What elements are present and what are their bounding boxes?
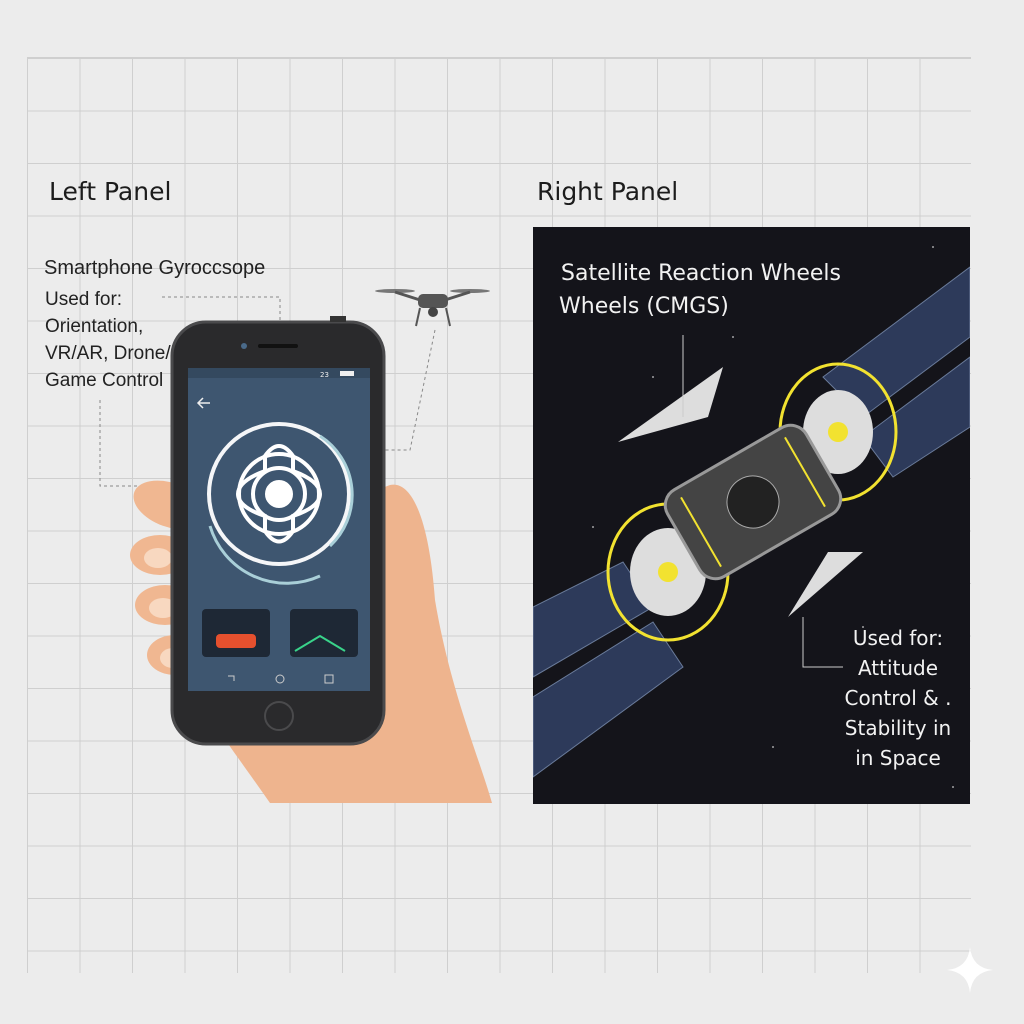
- home-button: [264, 701, 294, 731]
- arrow-left-icon[interactable]: [196, 397, 210, 409]
- gyroscope-icon: [207, 422, 351, 566]
- left-panel-heading: Left Panel: [49, 177, 172, 206]
- racing-game-thumbnail[interactable]: [290, 609, 358, 657]
- satellite-illustration: [533, 246, 970, 788]
- right-panel-heading: Right Panel: [537, 177, 679, 206]
- satellite-title-line: Wheels (CMGS): [559, 294, 729, 319]
- satellite-title-line: Satellite Reaction Wheels: [561, 261, 841, 286]
- satellite-panel: Satellite Reaction Wheels Wheels (CMGS) …: [533, 227, 970, 804]
- solar-panel: [533, 266, 970, 778]
- smartphone: 23: [170, 316, 386, 746]
- use-item: Control & .: [844, 686, 952, 710]
- satellite-body: [663, 423, 843, 581]
- car-game-thumbnail[interactable]: [202, 609, 270, 657]
- use-item: VR/AR, Drone/: [45, 343, 171, 364]
- nav-recents-icon: [324, 674, 334, 684]
- use-item: Attitude: [857, 656, 939, 680]
- nav-back-icon: [228, 675, 235, 681]
- sparkle-icon: [947, 947, 993, 993]
- nav-home-icon: [275, 674, 285, 684]
- used-for-label: Used for:: [45, 289, 123, 310]
- use-item: Stability in: [844, 716, 952, 740]
- drone-icon: [375, 289, 490, 327]
- use-item: in Space: [855, 746, 941, 770]
- status-bar-time: 23: [320, 371, 329, 379]
- use-item: Game Control: [45, 370, 164, 391]
- gyroscope-title: Smartphone Gyroccsope: [44, 257, 266, 279]
- used-for-label: Used for:: [852, 626, 944, 650]
- use-item: Orientation,: [45, 316, 144, 337]
